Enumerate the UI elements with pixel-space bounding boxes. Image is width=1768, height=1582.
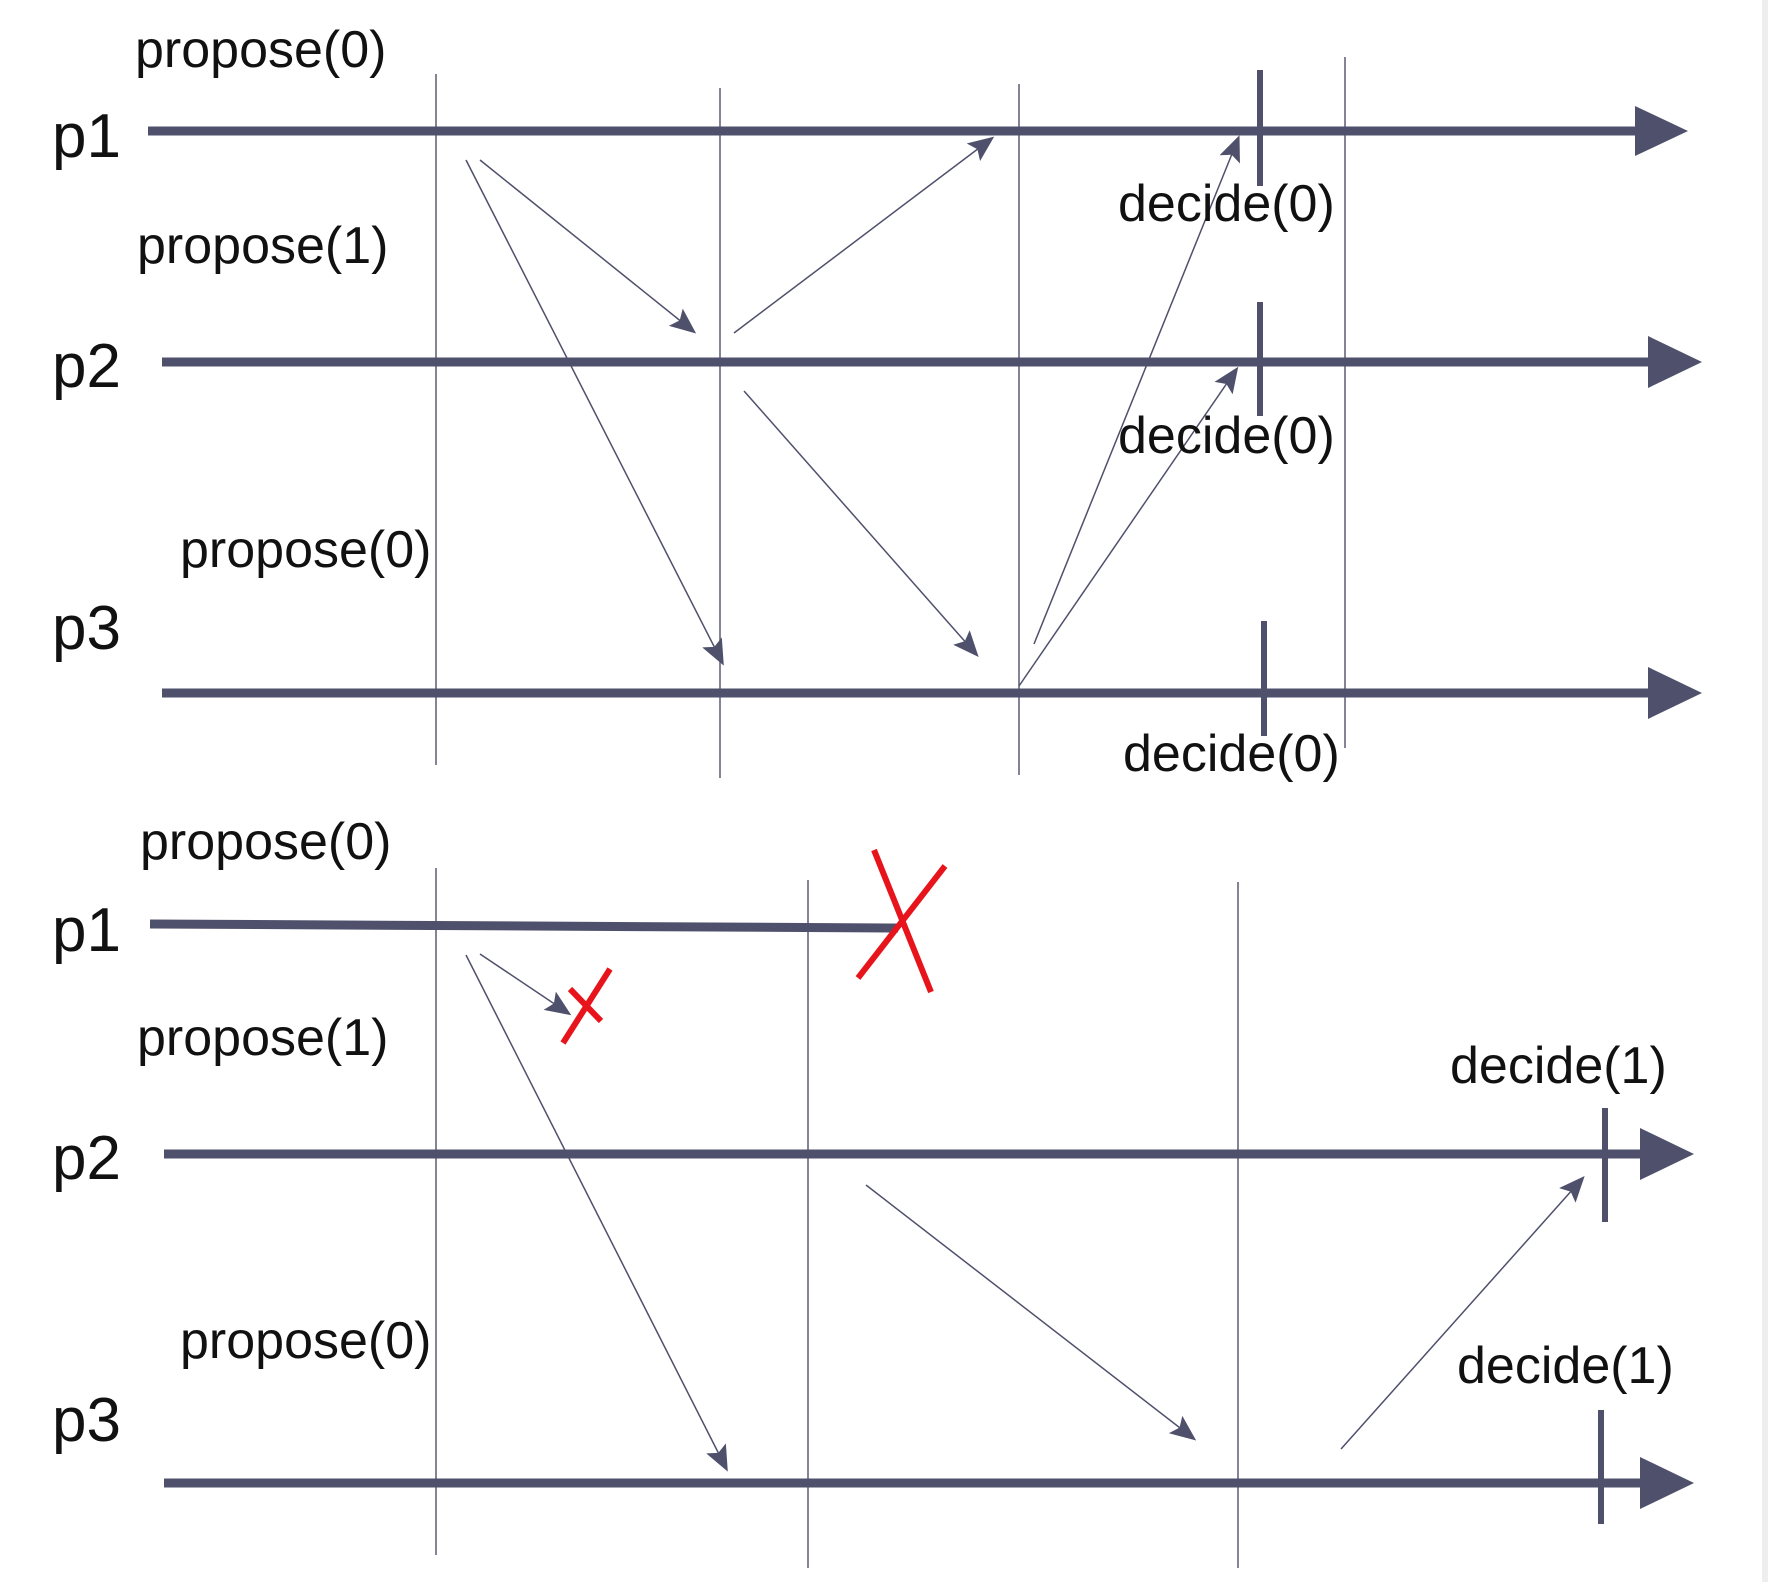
bottom-message-p2-to-p3 [865,1184,1197,1441]
bottom-p3-decision: decide(1) [1457,1337,1674,1395]
top-message-p1-to-p2 [479,159,697,334]
top-diagram [148,57,1702,778]
message-lost-mark-icon [560,967,613,1045]
top-p1-timeline-arrowhead [1635,106,1688,156]
top-message-p1-to-p3 [465,159,724,666]
top-p3-timeline-arrowhead [1648,667,1702,719]
top-message-p2-to-p1 [733,136,995,334]
bottom-p2-timeline-arrowhead [1640,1128,1694,1180]
bottom-p3-label: p3 [52,1386,121,1455]
top-p2-decision: decide(0) [1118,407,1335,465]
top-p3-label: p3 [52,594,121,663]
bottom-diagram [149,848,1694,1568]
bottom-p1-label: p1 [52,896,121,965]
bottom-message-p1-to-p2-lost [479,953,572,1016]
bottom-message-p1-to-p3 [465,954,728,1472]
top-p3-proposal: propose(0) [180,521,432,579]
top-p2-proposal: propose(1) [137,217,389,275]
bottom-p1-proposal: propose(0) [140,813,392,871]
crash-mark-icon [855,848,948,994]
bottom-p3-proposal: propose(0) [180,1312,432,1370]
top-p1-proposal: propose(0) [135,21,387,79]
bottom-p3-timeline-arrowhead [1640,1457,1694,1509]
bottom-p2-label: p2 [52,1124,121,1193]
bottom-p2-decision: decide(1) [1450,1037,1667,1095]
top-message-p3-to-p2 [1018,366,1239,687]
top-p2-timeline-arrowhead [1648,336,1702,388]
bottom-p2-proposal: propose(1) [137,1009,389,1067]
top-message-p3-to-p1 [1033,135,1240,645]
top-p3-decision: decide(0) [1123,725,1340,783]
bottom-p1-timeline [149,919,899,933]
top-p1-label: p1 [52,102,121,171]
page-edge [1762,0,1768,1582]
top-p2-label: p2 [52,332,121,401]
top-p1-decision: decide(0) [1118,175,1335,233]
bottom-message-p3-to-p2 [1340,1176,1585,1450]
top-message-p2-to-p3 [743,390,979,657]
